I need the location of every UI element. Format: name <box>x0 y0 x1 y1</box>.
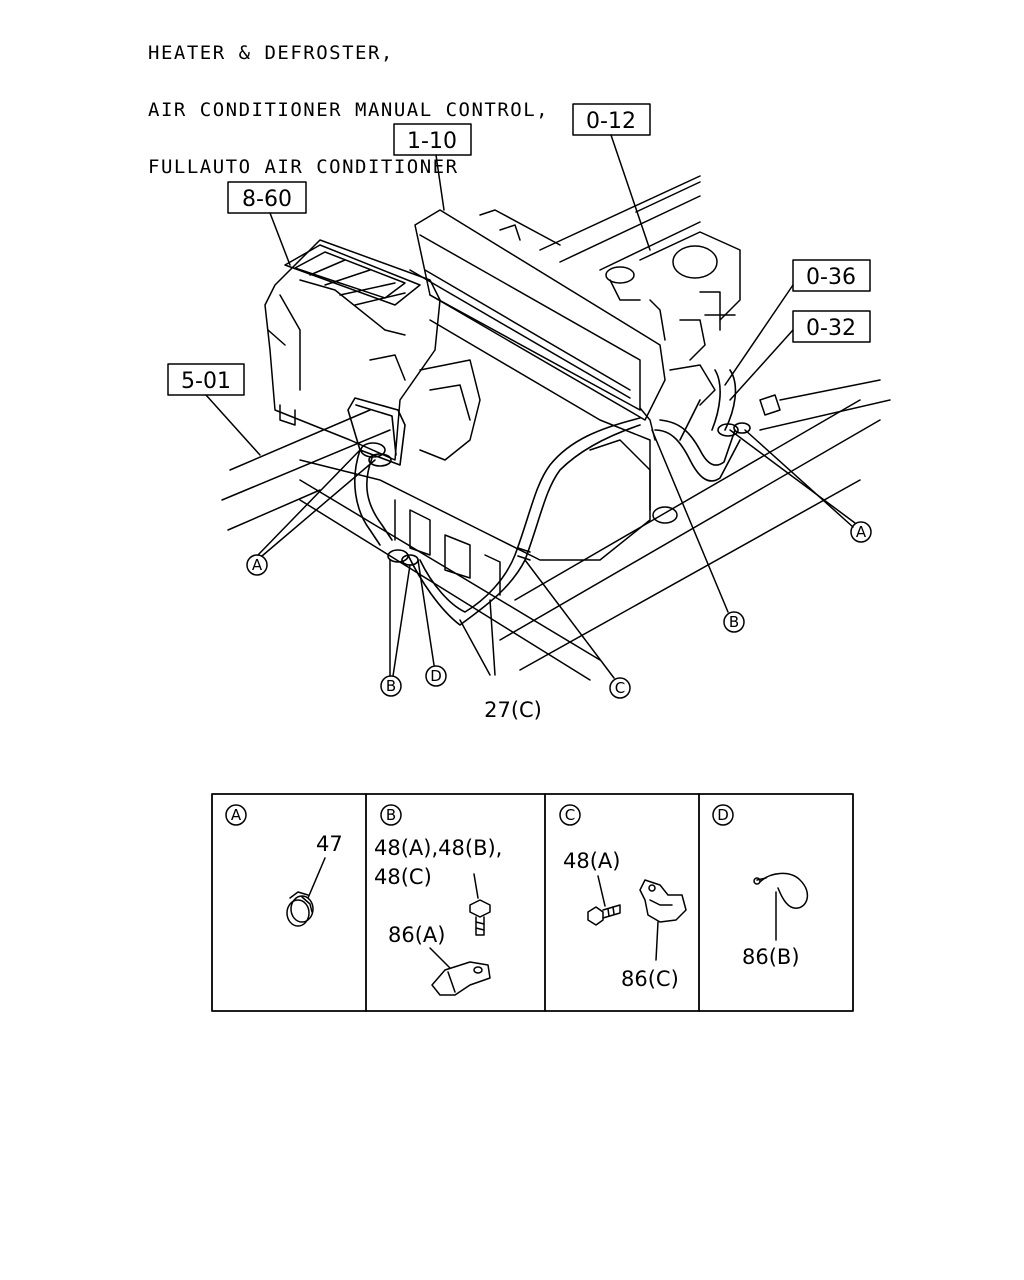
legend-b-head: B <box>386 806 396 824</box>
title-line-3: FULLAUTO AIR CONDITIONER <box>148 156 459 178</box>
callout-b-right: B <box>729 613 739 631</box>
title-line-1: HEATER & DEFROSTER, <box>148 42 394 64</box>
radiator-core <box>409 209 666 441</box>
legend-b-parts-line2: 48(C) <box>374 865 432 889</box>
callout-a-right: A <box>856 523 867 541</box>
heater-hoses <box>347 369 751 626</box>
legend-table: A 47 B 48(A),48(B), 48(C) 86(A) <box>211 793 854 1012</box>
ref-label-5-01: 5-01 <box>181 369 231 394</box>
callout-a-left-circle <box>246 554 268 576</box>
ref-label-0-32: 0-32 <box>806 316 856 341</box>
callout-d-circle <box>425 665 447 687</box>
clip-bracket-icon <box>431 961 491 996</box>
legend-c-part2: 86(C) <box>621 967 679 991</box>
part-27-label: 27(C) <box>484 698 542 722</box>
callout-a-right-circle <box>850 521 872 543</box>
hose-clip-icon <box>639 879 687 923</box>
legend-b-parts-line1: 48(A),48(B), <box>374 836 502 860</box>
reference-boxes: 1-10 0-12 8-60 0-36 0-32 5-01 <box>167 103 871 456</box>
chassis-lines <box>221 175 891 681</box>
ref-label-0-36: 0-36 <box>806 265 856 290</box>
title-line-2: AIR CONDITIONER MANUAL CONTROL, <box>148 99 550 121</box>
hose-clamp-icon <box>286 891 314 927</box>
ref-label-1-10: 1-10 <box>407 129 457 154</box>
callouts: A A B D 27(C) C B <box>246 429 872 722</box>
legend-c-head: C <box>565 806 575 824</box>
legend-c-part1: 48(A) <box>563 849 620 873</box>
ref-label-0-12: 0-12 <box>586 109 636 134</box>
callout-a-left: A <box>252 556 263 574</box>
legend-a-part: 47 <box>316 832 343 856</box>
callout-c: C <box>615 679 625 697</box>
wire-clip-icon <box>753 872 809 909</box>
bolt-icon <box>469 899 491 936</box>
engine-block <box>299 231 781 596</box>
ref-box-0-36 <box>792 259 871 292</box>
callout-d: D <box>430 667 442 685</box>
callout-c-circle <box>609 677 631 699</box>
callout-b-right-circle <box>723 611 745 633</box>
callout-b-left: B <box>386 677 396 695</box>
legend-b-part2: 86(A) <box>388 923 445 947</box>
legend-a-head: A <box>231 806 242 824</box>
diagram-title: HEATER & DEFROSTER, AIR CONDITIONER MANU… <box>148 6 549 196</box>
ref-label-8-60: 8-60 <box>242 187 292 212</box>
ref-box-0-32 <box>792 310 871 343</box>
bolt-icon-c <box>587 904 621 926</box>
legend-d-part: 86(B) <box>742 945 800 969</box>
ref-box-8-60 <box>227 181 307 214</box>
legend-d-head: D <box>717 806 729 824</box>
callout-b-left-circle <box>380 675 402 697</box>
ref-box-1-10 <box>393 123 472 156</box>
heater-unit <box>264 239 481 461</box>
